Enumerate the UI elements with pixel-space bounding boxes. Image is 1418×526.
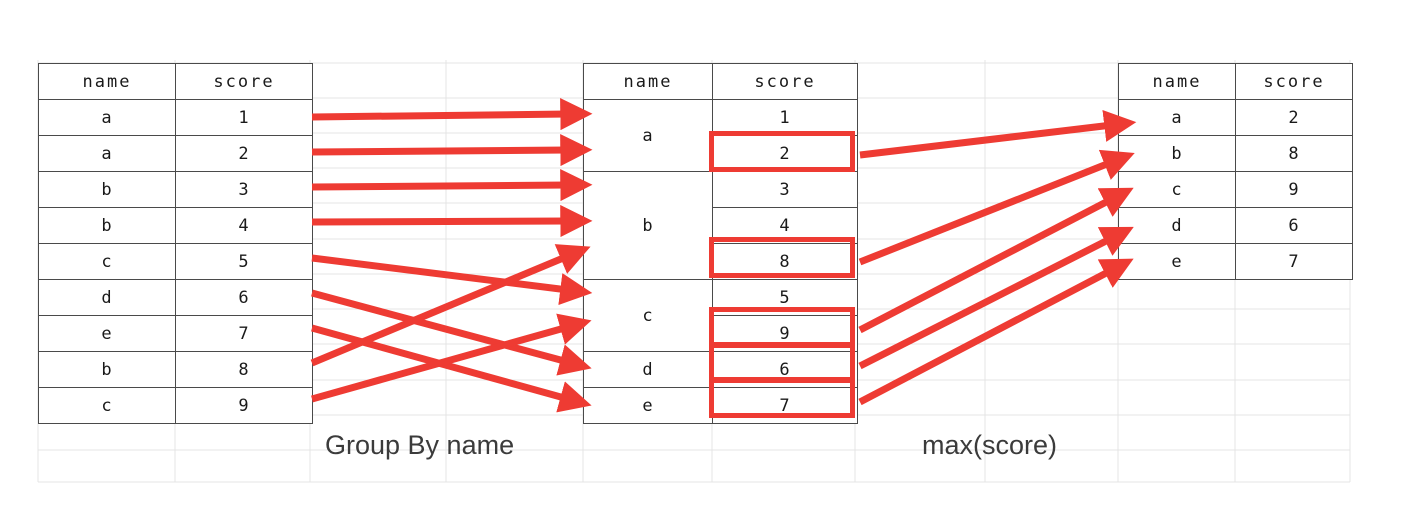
grouped-cell-name: c xyxy=(583,279,713,352)
grouped-header-score: score xyxy=(712,63,858,100)
source-cell-score: 2 xyxy=(175,135,313,172)
source-cell-score: 7 xyxy=(175,315,313,352)
table-row: c 5 xyxy=(583,279,858,352)
table-row: c 9 xyxy=(1118,171,1353,208)
table-row: a 2 xyxy=(38,135,313,172)
grouped-cell-score: 4 xyxy=(712,207,858,244)
result-cell-name: c xyxy=(1118,171,1236,208)
result-cell-score: 2 xyxy=(1235,99,1353,136)
grouped-cell-score: 6 xyxy=(712,351,858,388)
table-header-row: name score xyxy=(583,63,858,100)
grouped-cell-name: b xyxy=(583,171,713,280)
caption-max-score: max(score) xyxy=(922,430,1058,460)
result-cell-name: b xyxy=(1118,135,1236,172)
source-cell-name: b xyxy=(38,207,176,244)
table-row: 2 xyxy=(584,135,858,172)
grouped-cell-score: 1 xyxy=(712,99,858,136)
source-table: name score a 1 a 2 b 3 b 4 c 5 xyxy=(38,63,313,424)
caption-group-by: Group By name xyxy=(325,430,515,460)
result-cell-name: d xyxy=(1118,207,1236,244)
table-row: c 9 xyxy=(38,387,313,424)
source-cell-score: 1 xyxy=(175,99,313,136)
grouped-cell-score: 9 xyxy=(712,315,858,352)
table-row: b 8 xyxy=(38,351,313,388)
table-row: a 1 xyxy=(38,99,313,136)
source-cell-name: c xyxy=(38,243,176,280)
grouped-cell-name: d xyxy=(583,351,713,388)
table-row: a 1 xyxy=(583,99,858,172)
table-row: c 5 xyxy=(38,243,313,280)
grouped-cell-score: 2 xyxy=(712,135,858,172)
table-row: b 3 xyxy=(38,171,313,208)
result-cell-score: 8 xyxy=(1235,135,1353,172)
table-row: e 7 xyxy=(583,387,858,424)
source-cell-name: e xyxy=(38,315,176,352)
source-cell-score: 6 xyxy=(175,279,313,316)
table-row: a 2 xyxy=(1118,99,1353,136)
result-header-name: name xyxy=(1118,63,1236,100)
source-cell-name: a xyxy=(38,99,176,136)
table-row: d 6 xyxy=(1118,207,1353,244)
result-cell-name: a xyxy=(1118,99,1236,136)
grouped-cell-score: 3 xyxy=(712,171,858,208)
source-cell-score: 5 xyxy=(175,243,313,280)
source-cell-score: 4 xyxy=(175,207,313,244)
source-cell-score: 9 xyxy=(175,387,313,424)
grouped-table: name score a 1 2 b 3 4 8 xyxy=(583,63,858,424)
grouped-cell-name: e xyxy=(583,387,713,424)
table-row: b 4 xyxy=(38,207,313,244)
source-header-score: score xyxy=(175,63,313,100)
source-cell-name: b xyxy=(38,351,176,388)
table-row: e 7 xyxy=(38,315,313,352)
grouped-cell-score: 7 xyxy=(712,387,858,424)
result-cell-score: 9 xyxy=(1235,171,1353,208)
result-cell-name: e xyxy=(1118,243,1236,280)
table-header-row: name score xyxy=(1118,63,1353,100)
source-cell-name: a xyxy=(38,135,176,172)
table-row: b 8 xyxy=(1118,135,1353,172)
source-cell-score: 3 xyxy=(175,171,313,208)
grouped-cell-score: 8 xyxy=(712,243,858,280)
source-header-name: name xyxy=(38,63,176,100)
table-row: e 7 xyxy=(1118,243,1353,280)
table-row: d 6 xyxy=(583,351,858,388)
result-cell-score: 7 xyxy=(1235,243,1353,280)
source-cell-name: c xyxy=(38,387,176,424)
grouped-cell-score: 5 xyxy=(712,279,858,316)
source-cell-name: d xyxy=(38,279,176,316)
grouped-cell-name: a xyxy=(583,99,713,172)
table-row: b 3 xyxy=(583,171,858,280)
source-cell-score: 8 xyxy=(175,351,313,388)
result-cell-score: 6 xyxy=(1235,207,1353,244)
grouped-header-name: name xyxy=(583,63,713,100)
result-header-score: score xyxy=(1235,63,1353,100)
table-header-row: name score xyxy=(38,63,313,100)
result-table: name score a 2 b 8 c 9 d 6 e 7 xyxy=(1118,63,1353,280)
table-row: d 6 xyxy=(38,279,313,316)
source-cell-name: b xyxy=(38,171,176,208)
